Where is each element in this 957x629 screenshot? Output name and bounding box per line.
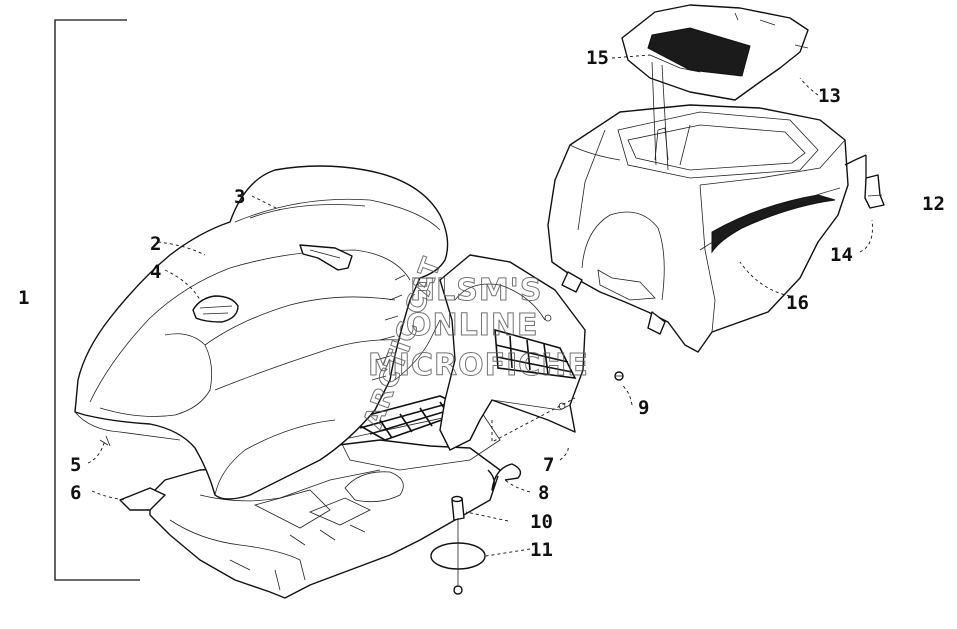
assembly-bracket (54, 19, 140, 581)
callout-16: 16 (786, 292, 809, 314)
callout-10: 10 (530, 511, 553, 533)
seat-handle (299, 244, 353, 271)
storage-box (547, 104, 849, 353)
watermark-line-2: ONLINE (406, 308, 539, 343)
callout-15: 15 (586, 47, 609, 69)
side-panel-body (439, 254, 586, 451)
callout-labels: 1 2 3 4 5 6 7 8 9 10 11 12 13 14 15 16 (18, 47, 945, 561)
spacer (451, 495, 465, 521)
callout-4: 4 (150, 261, 161, 283)
side-panel (439, 254, 586, 451)
callout-1: 1 (18, 287, 29, 309)
seat-assembly (74, 165, 501, 599)
screw (614, 371, 624, 381)
wire-clip (487, 463, 522, 491)
watermark-line-3: MICROFICHE (368, 348, 589, 383)
seat-side-flap (119, 487, 166, 511)
callout-12: 12 (922, 193, 945, 215)
watermark-line-1: HLSM'S (410, 273, 542, 308)
storage-lid (621, 4, 809, 101)
leader-lines (87, 54, 873, 557)
callout-6: 6 (70, 482, 81, 504)
callout-13: 13 (818, 85, 841, 107)
washer-and-fastener (430, 518, 486, 595)
seat-base (149, 439, 501, 599)
callout-7: 7 (543, 454, 554, 476)
box-side-decal (711, 194, 836, 254)
callout-11: 11 (530, 539, 553, 561)
callout-3: 3 (234, 186, 245, 208)
storage-box-body (547, 104, 849, 353)
callout-14: 14 (830, 244, 853, 266)
callout-9: 9 (638, 397, 649, 419)
callout-5: 5 (70, 454, 81, 476)
callout-2: 2 (150, 233, 161, 255)
latch (864, 174, 885, 209)
seat-emblem (192, 295, 239, 323)
lid-logo-decal (647, 27, 751, 77)
callout-8: 8 (538, 482, 549, 504)
